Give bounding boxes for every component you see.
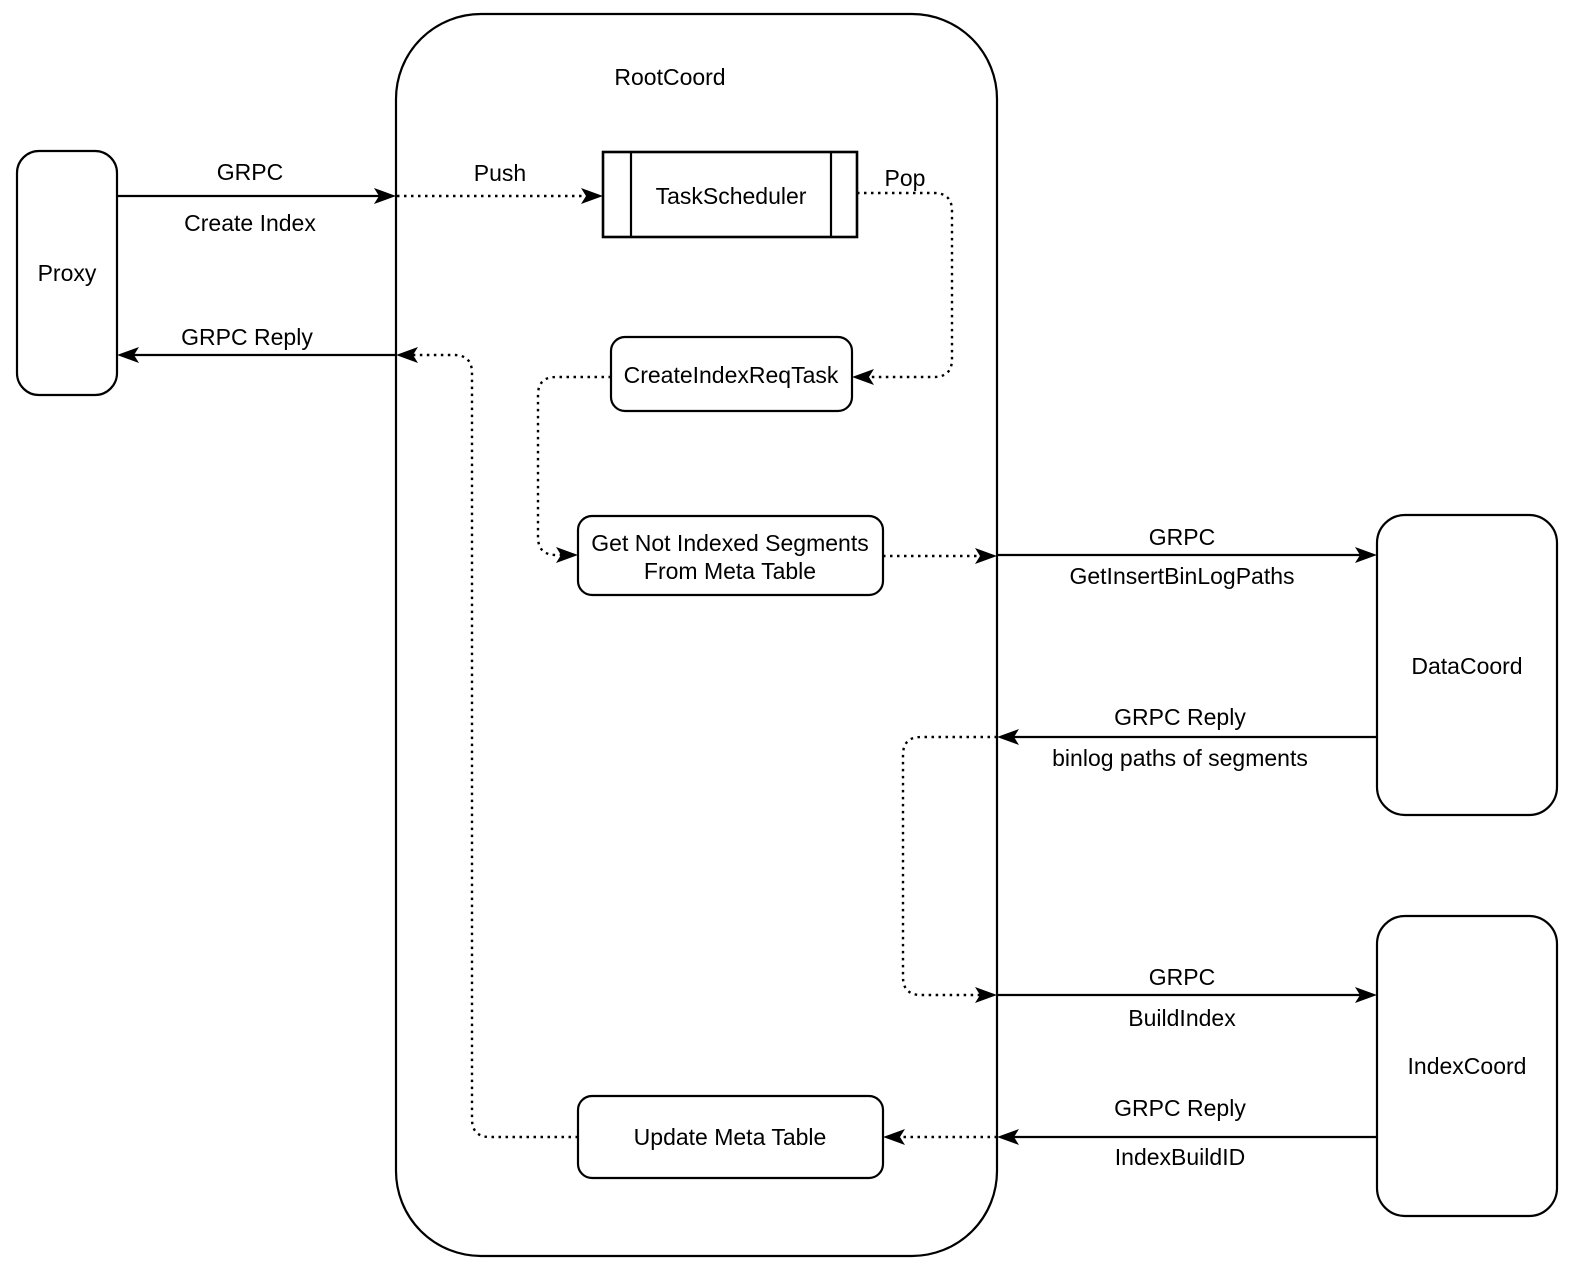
edge-req-to-get-segments-line xyxy=(536,375,611,557)
get-not-indexed-node: Get Not Indexed Segments From Meta Table xyxy=(576,514,885,597)
proxy-box xyxy=(15,149,119,397)
edge-border-to-update-meta xyxy=(883,1129,997,1145)
edge-index-build-reply-label-line2: IndexBuildID xyxy=(1115,1144,1245,1170)
edge-push-arrowhead xyxy=(581,188,603,204)
edge-get-segments-to-border-arrowhead xyxy=(975,548,997,564)
edge-push-label: Push xyxy=(474,160,526,186)
edge-internal-reply-to-buildindex xyxy=(901,735,997,1003)
index-coord-node: IndexCoord xyxy=(1375,914,1559,1218)
edge-border-to-update-meta-arrowhead xyxy=(883,1129,905,1145)
edge-create-index-arrowhead xyxy=(374,188,396,204)
update-meta-table-label: Update Meta Table xyxy=(634,1124,827,1150)
edge-update-meta-to-border xyxy=(396,347,578,1139)
edge-req-to-get-segments-arrowhead xyxy=(556,547,578,563)
get-not-indexed-label-line2: From Meta Table xyxy=(644,558,816,584)
edge-create-index-label-line2: Create Index xyxy=(184,210,316,236)
edge-grpc-reply-proxy-arrowhead xyxy=(117,347,139,363)
edge-binlog-reply-arrowhead xyxy=(997,729,1019,745)
edge-get-insert-binlog-paths-label-line2: GetInsertBinLogPaths xyxy=(1069,563,1294,589)
data-coord-node: DataCoord xyxy=(1375,513,1559,817)
edge-build-index: GRPC BuildIndex xyxy=(997,964,1377,1031)
edge-build-index-arrowhead xyxy=(1355,987,1377,1003)
create-index-req-task-box xyxy=(609,335,854,413)
edge-get-insert-binlog-paths-label-line1: GRPC xyxy=(1149,524,1215,550)
edge-internal-reply-to-buildindex-arrowhead xyxy=(975,987,997,1003)
proxy-node: Proxy xyxy=(15,149,119,397)
edge-grpc-reply-proxy-label: GRPC Reply xyxy=(181,324,313,350)
edge-index-build-reply-arrowhead xyxy=(997,1129,1019,1145)
rootcoord-container: RootCoord xyxy=(394,12,999,1258)
edge-update-meta-to-border-arrowhead xyxy=(396,347,418,363)
edge-get-insert-binlog-paths: GRPC GetInsertBinLogPaths xyxy=(997,524,1377,589)
task-scheduler-box xyxy=(601,150,859,239)
edge-build-index-label-line2: BuildIndex xyxy=(1128,1005,1236,1031)
get-not-indexed-label-line1: Get Not Indexed Segments xyxy=(591,530,868,556)
edge-create-index-label-line1: GRPC xyxy=(217,159,283,185)
edge-binlog-reply: GRPC Reply binlog paths of segments xyxy=(997,704,1377,771)
edge-index-build-reply-label-line1: GRPC Reply xyxy=(1114,1095,1246,1121)
edge-push: Push xyxy=(397,160,603,204)
edge-create-index: GRPC Create Index xyxy=(117,159,396,236)
index-coord-label: IndexCoord xyxy=(1408,1053,1527,1079)
edge-get-segments-to-border xyxy=(883,548,997,564)
edge-get-insert-binlog-paths-arrowhead xyxy=(1355,547,1377,563)
edge-pop-label: Pop xyxy=(885,165,926,191)
update-meta-table-node: Update Meta Table xyxy=(576,1094,885,1180)
edge-binlog-reply-label-line2: binlog paths of segments xyxy=(1052,745,1308,771)
edge-binlog-reply-label-line1: GRPC Reply xyxy=(1114,704,1246,730)
edge-pop: Pop xyxy=(852,165,954,385)
edge-update-meta-to-border-line xyxy=(412,353,578,1139)
create-index-req-task-node: CreateIndexReqTask xyxy=(609,335,854,413)
edge-req-to-get-segments xyxy=(536,375,611,563)
task-scheduler-node: TaskScheduler xyxy=(601,150,859,239)
task-scheduler-label: TaskScheduler xyxy=(656,183,807,209)
data-coord-box xyxy=(1375,513,1559,817)
rootcoord-box xyxy=(394,12,999,1258)
edge-pop-arrowhead xyxy=(852,369,874,385)
edge-pop-line xyxy=(857,191,954,379)
edge-build-index-label-line1: GRPC xyxy=(1149,964,1215,990)
data-coord-label: DataCoord xyxy=(1411,653,1522,679)
rootcoord-label: RootCoord xyxy=(614,64,725,90)
index-coord-box xyxy=(1375,914,1559,1218)
proxy-label: Proxy xyxy=(38,260,97,286)
edge-grpc-reply-proxy: GRPC Reply xyxy=(117,324,396,363)
edge-index-build-reply: GRPC Reply IndexBuildID xyxy=(997,1095,1377,1170)
create-index-req-task-label: CreateIndexReqTask xyxy=(624,362,839,388)
